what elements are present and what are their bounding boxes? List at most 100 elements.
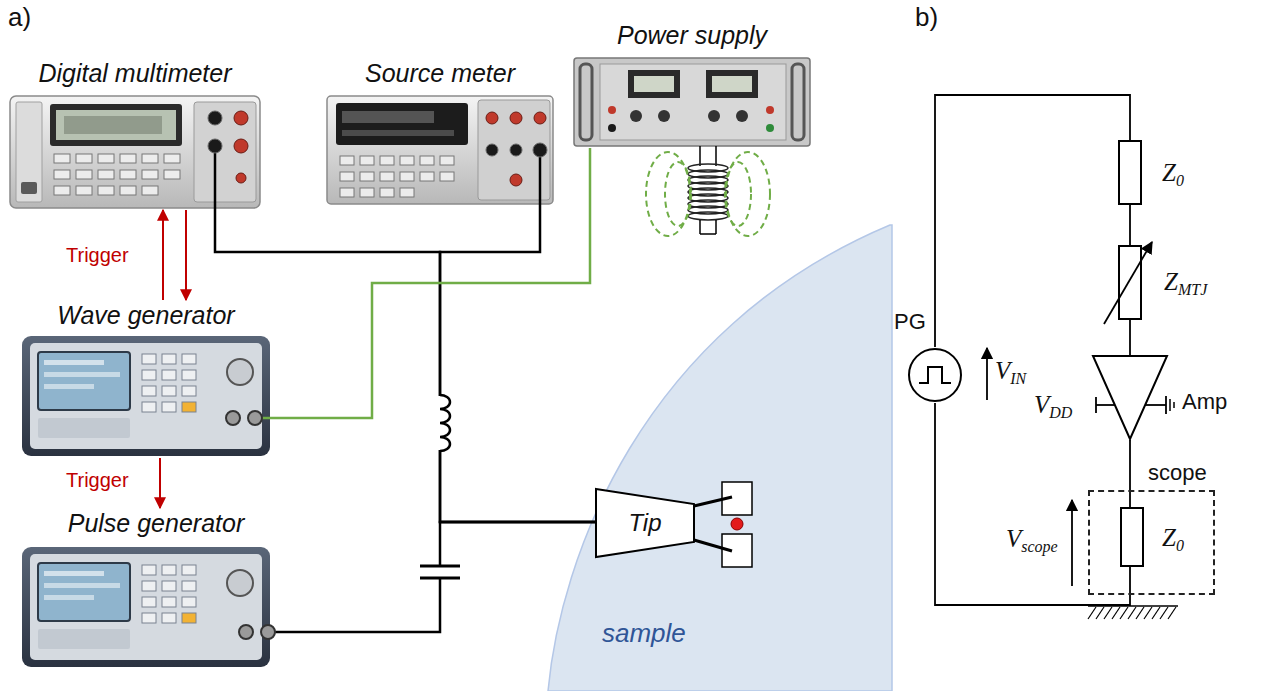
pulse-symbol: [919, 367, 951, 383]
wave-generator-photo: [142, 386, 156, 396]
supply-label: VDD: [1034, 390, 1072, 420]
digital-multimeter-photo: [164, 170, 180, 179]
power-supply-photo: [580, 64, 592, 140]
power-supply: Power supply: [572, 20, 812, 148]
digital-multimeter-photo: [120, 186, 136, 195]
source-meter-photo: [327, 96, 553, 204]
wave-generator-photo: [38, 352, 130, 410]
digital-multimeter-photo: [120, 170, 136, 179]
source-meter-photo: [380, 172, 394, 181]
source-meter-photo: [342, 130, 454, 136]
power-supply-photo: [600, 64, 786, 140]
power-supply-photo: [574, 58, 810, 146]
digital-multimeter-photo: [76, 186, 92, 195]
wave-generator-photo: [182, 386, 196, 396]
trigger-label: Trigger: [66, 243, 129, 267]
trigger-arrow: [159, 458, 161, 508]
digital-multimeter-photo: [21, 182, 37, 194]
circuit-symbols: [1173, 402, 1175, 408]
impedance-label: Z0: [1162, 523, 1184, 553]
scope-impedance: Z0: [1120, 507, 1144, 567]
digital-multimeter-photo: [234, 139, 248, 153]
electromagnet-coil: [726, 152, 770, 236]
source-meter-photo: [420, 172, 434, 181]
digital-multimeter-photo: [120, 154, 136, 163]
circuit-symbols: [1088, 607, 1096, 619]
wave-generator-photo: [182, 370, 196, 380]
digital-multimeter-photo: [208, 139, 222, 153]
circuit-symbols: [1144, 607, 1152, 619]
pulse-generator-photo: [44, 595, 94, 600]
pulse-generator-photo: [239, 625, 253, 639]
digital-multimeter-photo: [236, 173, 246, 183]
pulse-generator-photo: [30, 554, 262, 660]
wave-generator-photo: [162, 370, 176, 380]
source-meter-photo: [336, 103, 468, 145]
trigger-label-holder: Trigger: [66, 468, 129, 492]
wave-generator-photo: [22, 336, 272, 456]
digital-multimeter-photo: [164, 154, 180, 163]
digital-multimeter-photo: [214, 146, 217, 210]
pulse-generator-photo: [44, 571, 104, 576]
wire: [292, 522, 595, 632]
instrument-label: Digital multimeter: [8, 58, 262, 88]
node-label: scope: [1148, 460, 1207, 486]
digital-multimeter-photo: [98, 170, 114, 179]
electromagnet-coil: [646, 152, 690, 236]
source-meter-photo: [400, 156, 414, 165]
pulse-generator-photo: [162, 581, 176, 591]
instrument-label: Pulse generator: [20, 508, 292, 538]
pulse-generator: Pulse generator: [20, 508, 292, 668]
electromagnet-coil: [715, 220, 717, 234]
capacitor-symbol: [420, 577, 460, 580]
wave-generator: Wave generator: [20, 300, 272, 458]
pulse-generator-photo: [162, 565, 176, 575]
digital-multimeter-photo: [76, 170, 92, 179]
wire: [935, 95, 1130, 347]
power-supply-photo: [712, 76, 752, 92]
capacitor-symbol: [420, 565, 460, 568]
digital-multimeter-photo: [54, 154, 70, 163]
pulse-generator-photo: [142, 581, 156, 591]
power-supply-photo: [708, 110, 720, 122]
pulse-generator-photo: [182, 597, 196, 607]
pulse-generator-photo: [142, 597, 156, 607]
digital-multimeter-photo: [76, 154, 92, 163]
wave-generator-photo: [226, 411, 240, 425]
source-meter-photo: [380, 188, 394, 197]
wire: [1129, 205, 1131, 245]
power-supply-photo: [630, 110, 642, 122]
power-supply-photo: [634, 76, 674, 92]
inductor-symbol: [440, 395, 450, 451]
pulse-generator-photo: [22, 547, 292, 667]
trigger-arrow: [162, 210, 164, 300]
digital-multimeter-photo: [142, 154, 158, 163]
digital-multimeter-photo: [98, 154, 114, 163]
source-meter-photo: [340, 188, 354, 197]
node-label: Tip: [595, 509, 695, 538]
source-meter-photo: [533, 143, 547, 157]
pulse-generator-photo: [261, 625, 275, 639]
electromagnet-coil: [715, 146, 717, 166]
circuit-symbols: [1096, 607, 1104, 619]
circuit-symbols: [987, 242, 1178, 619]
power-supply-photo: [608, 124, 616, 132]
panel-label-holder: a): [8, 2, 31, 33]
scope-box: scopeZ0: [1088, 490, 1215, 595]
wave-generator-photo: [227, 359, 253, 385]
source-meter: Source meter: [325, 58, 555, 205]
electromagnet-coil: [699, 220, 701, 234]
node-label: sample: [602, 618, 686, 649]
pulse-generator-photo: [162, 613, 176, 623]
source-circle: [909, 349, 961, 401]
circuit-symbols: [1168, 607, 1176, 619]
node-outline: [1092, 355, 1168, 440]
circuit-symbols: [1096, 404, 1115, 406]
wave-generator-photo: [44, 372, 120, 377]
pulse-generator-photo: [182, 565, 196, 575]
digital-multimeter-photo: [234, 111, 248, 125]
pulse-generator-photo: [182, 613, 196, 623]
circuit-symbols: [1095, 397, 1097, 413]
